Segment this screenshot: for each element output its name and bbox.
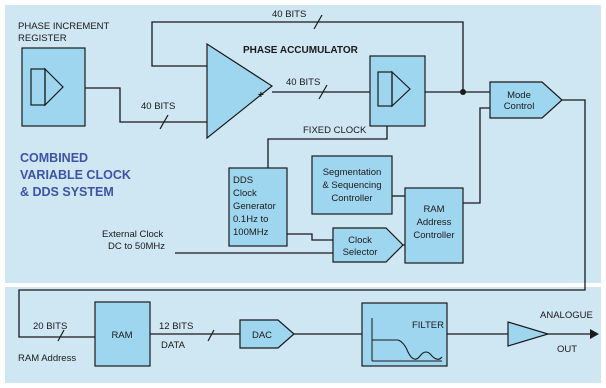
fixed-clock-label: FIXED CLOCK (303, 125, 367, 136)
external-clock-label-2: DC to 50MHz (108, 241, 165, 252)
dac-block (239, 319, 295, 349)
external-clock-label-1: External Clock (102, 229, 163, 240)
phase-increment-register (21, 47, 86, 127)
feedback-bus-hatch (313, 14, 323, 30)
clock-selector-label-1: Clock (348, 235, 372, 246)
filter-response-icon (372, 339, 443, 360)
lower-wiring (150, 329, 599, 339)
middle-wiring (175, 195, 405, 254)
register-latch-icon (44, 67, 64, 107)
data-label: DATA (161, 340, 186, 351)
register-out-bits-label: 40 BITS (141, 101, 175, 112)
ram-block (94, 301, 151, 367)
dac-label: DAC (252, 330, 272, 341)
address-bus-hatch (57, 329, 65, 342)
segmentation-controller-block (311, 155, 393, 215)
upper-wiring (18, 21, 586, 338)
ram-controller-label-1: RAM (423, 204, 444, 215)
output-arrow-icon (590, 329, 599, 339)
accumulator-register (369, 55, 426, 127)
mode-control-block (489, 81, 563, 119)
input-bus-hatch (159, 114, 169, 130)
phase-increment-label-2: REGISTER (18, 33, 67, 44)
feedback-bits-label: 40 BITS (272, 9, 306, 20)
segmentation-label-1: Segmentation (323, 167, 382, 178)
adder-plus-sign: + (258, 90, 264, 101)
output-label-2: OUT (557, 344, 577, 355)
segmentation-label-3: Controller (331, 193, 372, 204)
output-label-1: ANALOGUE (540, 310, 593, 321)
adder-out-bus-hatch (318, 84, 328, 100)
dds-label-2: Clock (233, 188, 257, 199)
dds-label-4: 0.1Hz to (233, 214, 268, 225)
mode-control-label-1: Mode (507, 90, 531, 101)
accumulator-latch-icon (391, 70, 411, 108)
clock-selector-label-2: Selector (343, 247, 378, 258)
dds-label-5: 100MHz (233, 227, 269, 238)
segmentation-label-2: & Sequencing (322, 180, 381, 191)
diagram-title: COMBINED VARIABLE CLOCK & DDS SYSTEM (20, 151, 131, 199)
dds-clock-generator-block (228, 167, 288, 247)
upper-panel (5, 5, 601, 283)
junction-dot (460, 89, 466, 95)
ram-address-label: RAM Address (18, 353, 76, 364)
ram-address-controller-block (404, 187, 464, 264)
data-bits-label: 12 BITS (159, 321, 193, 332)
ram-controller-label-3: Controller (413, 230, 454, 241)
mode-control-label-2: Control (504, 101, 535, 112)
filter-label: FILTER (412, 320, 444, 331)
phase-increment-label-1: PHASE INCREMENT (18, 21, 110, 32)
data-bus-hatch (207, 329, 215, 342)
dds-label-1: DDS (233, 175, 253, 186)
ram-label: RAM (111, 330, 132, 341)
ram-address-bits-label: 20 BITS (33, 321, 67, 332)
adder (206, 42, 274, 140)
dds-label-3: Generator (233, 201, 276, 212)
filter-block: FILTER (361, 302, 448, 367)
adder-out-bits-label: 40 BITS (286, 77, 320, 88)
ram-controller-label-2: Address (417, 217, 452, 228)
clock-selector-block (332, 227, 404, 263)
title-line-2: VARIABLE CLOCK (20, 168, 131, 182)
title-line-3: & DDS SYSTEM (20, 185, 114, 199)
title-line-1: COMBINED (20, 151, 88, 165)
phase-accumulator-label: PHASE ACCUMULATOR (243, 45, 359, 56)
